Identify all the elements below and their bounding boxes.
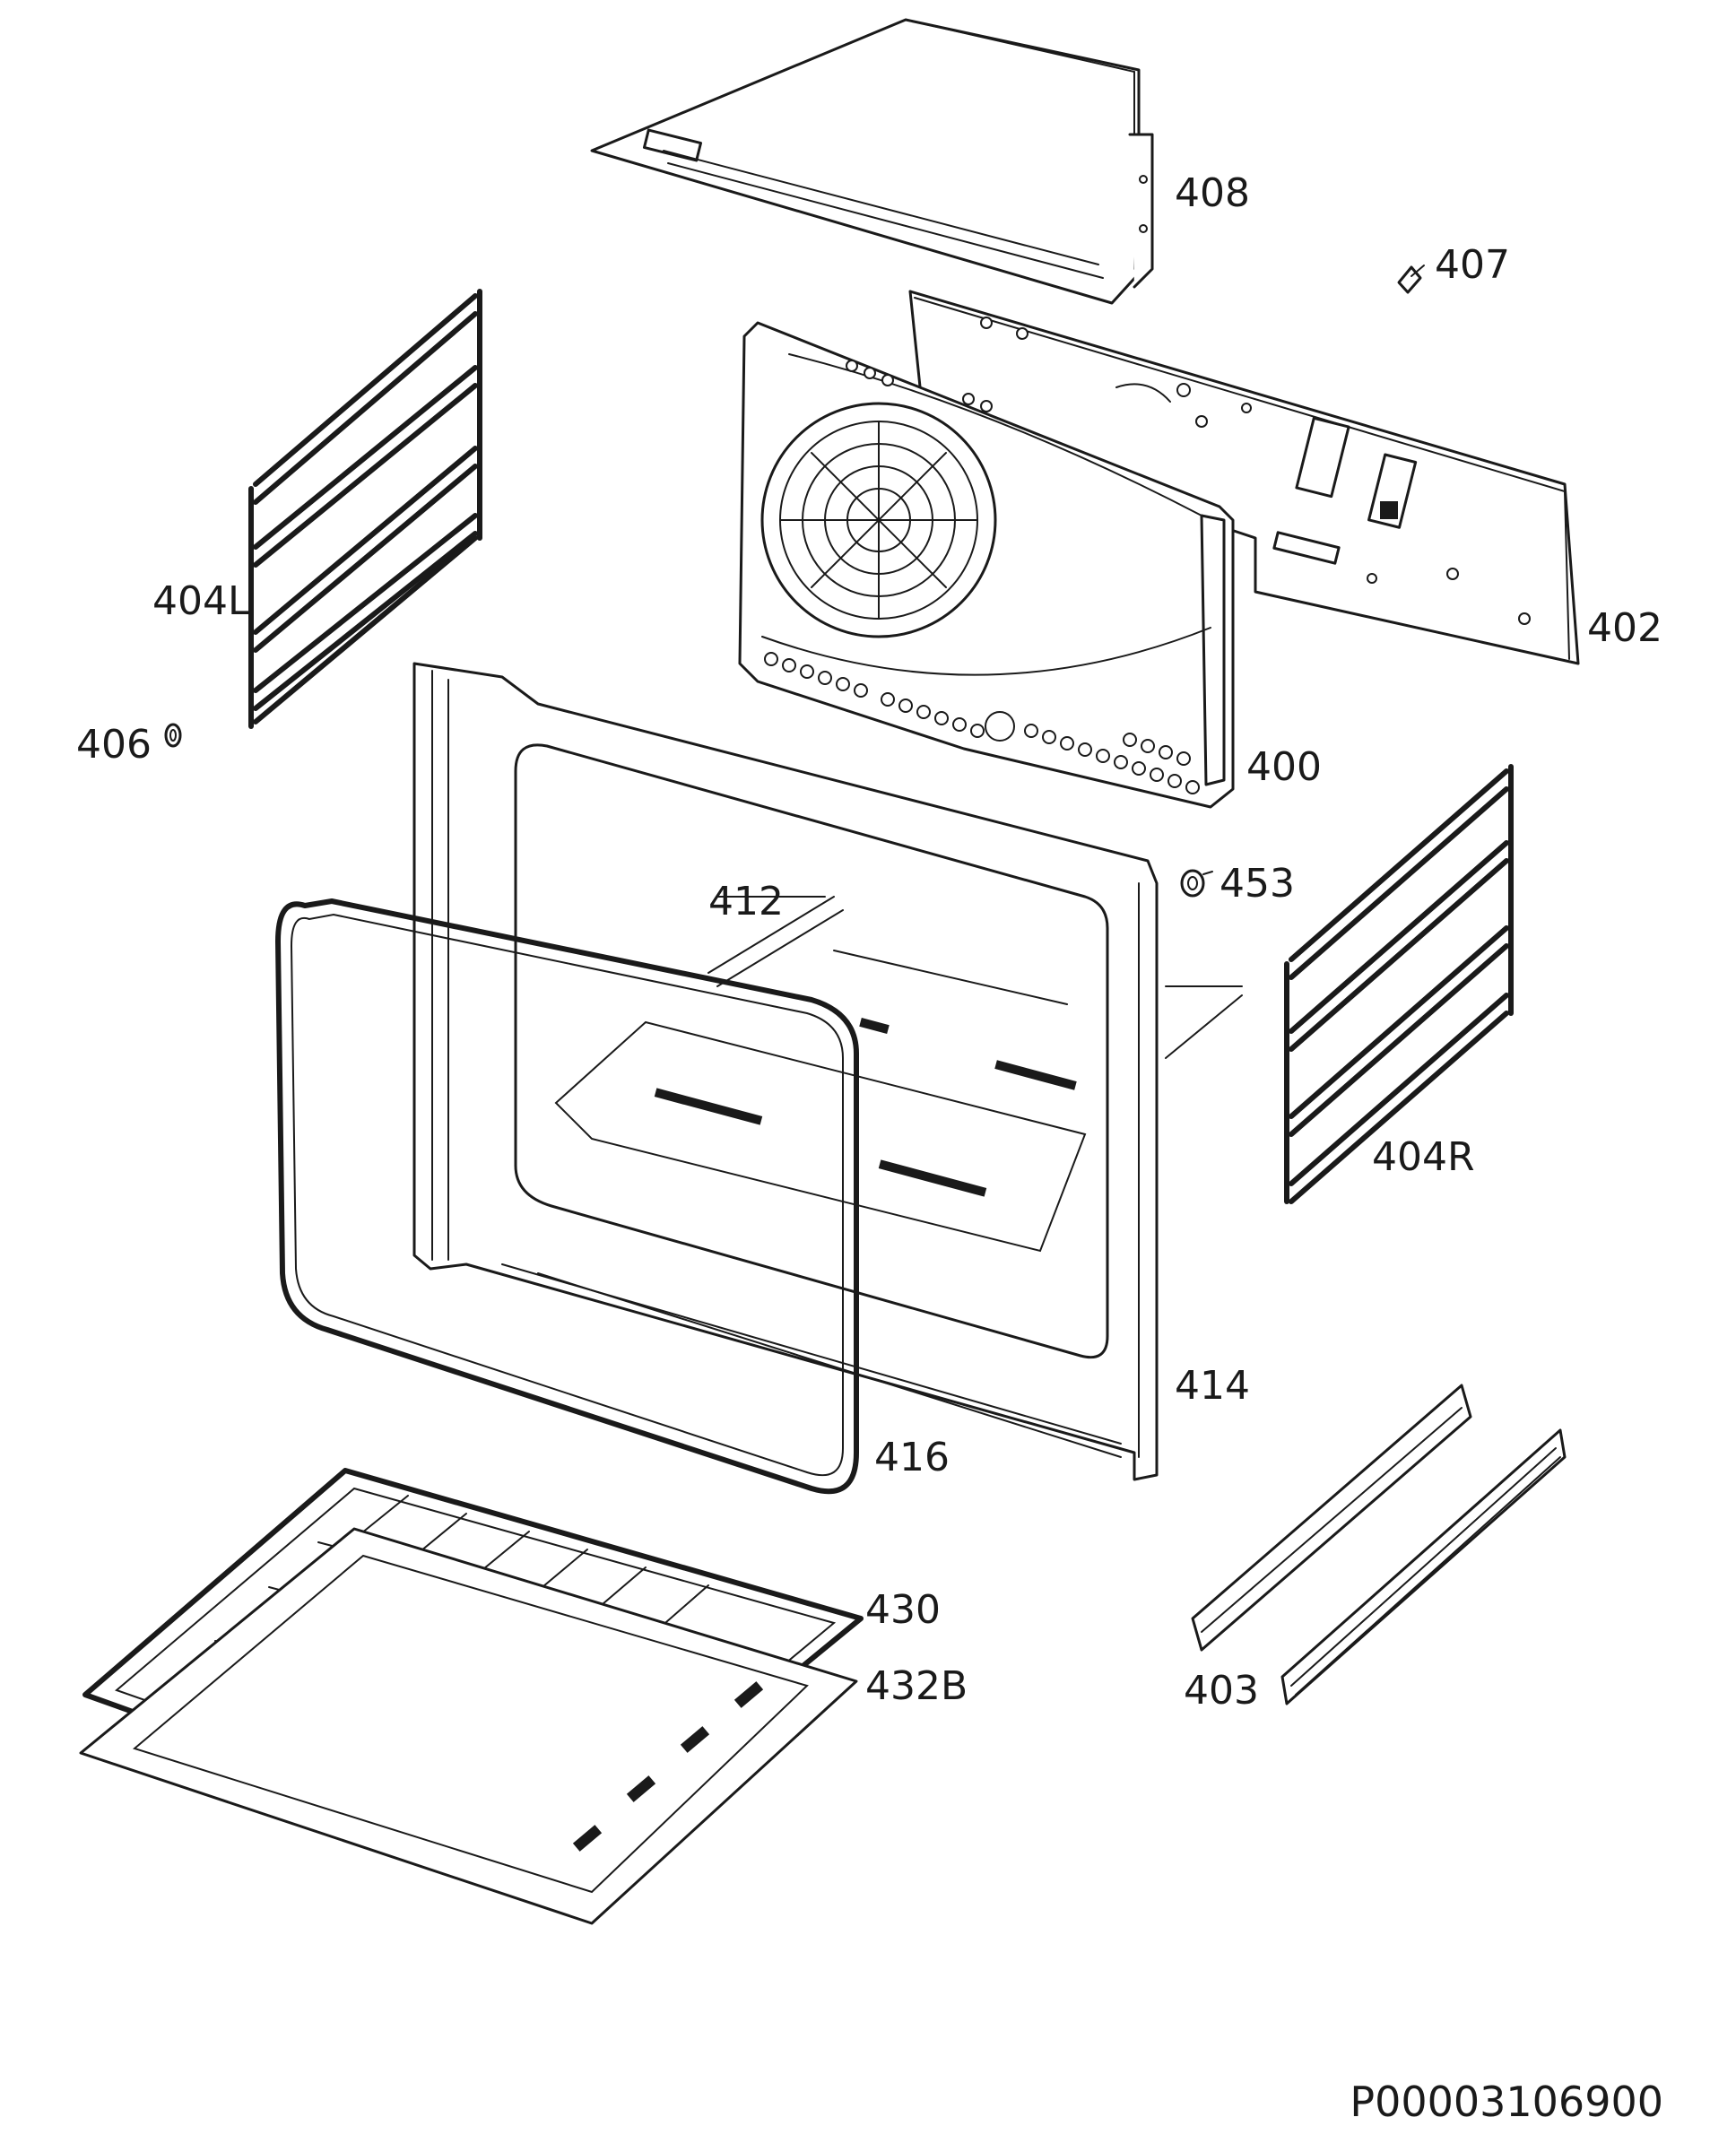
drawing-code: P00003106900 <box>1350 2078 1663 2126</box>
callout-432B: 432B <box>865 1663 968 1709</box>
part-414-oven-cavity <box>412 662 1243 1481</box>
callout-400: 400 <box>1246 744 1322 790</box>
callout-414: 414 <box>1175 1363 1250 1409</box>
callout-403: 403 <box>1184 1668 1259 1714</box>
part-406-fastener <box>164 723 182 748</box>
callout-416: 416 <box>874 1435 950 1480</box>
fan-cover-vent-holes <box>764 360 1200 794</box>
part-404R-right-shelf-support <box>1284 764 1514 1204</box>
callout-402: 402 <box>1587 605 1662 651</box>
callout-430: 430 <box>865 1587 941 1633</box>
callout-406: 406 <box>76 722 152 768</box>
callout-404L: 404L <box>152 578 250 624</box>
part-400-fan-cover <box>738 321 1235 809</box>
callout-407: 407 <box>1435 242 1510 288</box>
part-416-door-seal <box>275 898 859 1495</box>
part-412-rail <box>707 896 844 987</box>
part-407-screw <box>1397 265 1425 294</box>
part-402-rear-panel <box>908 290 1580 665</box>
part-408-top-cover <box>590 18 1154 305</box>
callout-408: 408 <box>1175 170 1250 216</box>
callout-453: 453 <box>1220 861 1295 907</box>
part-403-telescopic-runners <box>1191 1384 1567 1705</box>
part-453-bushing <box>1180 869 1213 898</box>
callout-412: 412 <box>708 879 784 924</box>
part-404L-left-shelf-support <box>248 289 482 729</box>
part-432B-baking-tray <box>79 1527 858 1925</box>
callout-404R: 404R <box>1372 1134 1475 1180</box>
